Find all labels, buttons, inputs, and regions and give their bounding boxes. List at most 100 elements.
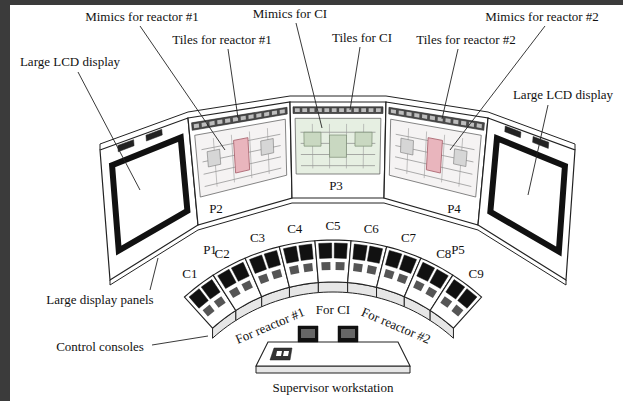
mimic-line <box>424 131 426 178</box>
mimic-component <box>261 139 274 156</box>
console-monitor <box>283 246 298 263</box>
node-label: Supervisor workstation <box>273 381 394 395</box>
alarm-tile <box>445 118 450 123</box>
node-label: C3 <box>250 231 265 245</box>
console-keyboard <box>384 269 395 279</box>
mimic-area <box>295 118 381 174</box>
console-keyboard <box>353 263 363 272</box>
callout-label: Tiles for reactor #1 <box>171 33 273 47</box>
alarm-tile <box>361 108 366 112</box>
alarm-tile <box>272 111 277 116</box>
mimic-component <box>453 149 467 167</box>
alarm-tile <box>264 112 269 117</box>
alarm-tile <box>354 108 359 112</box>
console-keyboard <box>413 280 424 291</box>
console-keyboard <box>229 287 241 298</box>
node-label: C1 <box>182 267 197 281</box>
console-keyboard <box>451 305 463 317</box>
alarm-tile <box>391 109 396 114</box>
alarm-tile <box>295 108 300 112</box>
alarm-tile <box>422 114 427 119</box>
console-monitor <box>386 250 402 268</box>
callout-label: Control consoles <box>55 340 145 354</box>
alarm-tile <box>256 113 261 118</box>
console-keyboard <box>203 305 215 317</box>
supervisor-workstation: Supervisor workstation <box>252 322 414 401</box>
console-monitor <box>249 255 266 273</box>
desk-phone <box>270 348 292 360</box>
alarm-tile <box>225 118 230 123</box>
alarm-tile <box>209 121 214 126</box>
node-label: C6 <box>364 222 379 236</box>
console-keyboard <box>258 273 269 284</box>
alarm-tile <box>399 110 404 115</box>
mimic-line <box>249 131 251 178</box>
display-panel: P2 <box>184 98 296 229</box>
leader-line <box>528 105 548 195</box>
leader-line <box>442 49 458 119</box>
callout-label: Mimics for CI <box>252 7 328 21</box>
mimic-line <box>301 165 375 166</box>
callout-label: Large LCD display <box>512 88 614 102</box>
console-keyboard <box>214 296 226 308</box>
frame-band <box>0 0 10 401</box>
desk-monitor <box>298 326 318 342</box>
console-keyboard <box>336 262 345 270</box>
console-keyboard <box>241 280 252 291</box>
control-console: C4 <box>275 216 323 302</box>
mimic-component <box>329 135 346 157</box>
display-panel: P3 <box>286 98 390 202</box>
alarm-tile <box>233 117 238 122</box>
leader-line <box>296 23 322 128</box>
panel-speaker <box>118 140 134 152</box>
control-console: C9 <box>426 261 490 343</box>
node-label: C9 <box>469 267 484 281</box>
node-label: C2 <box>215 247 230 261</box>
frame-band <box>0 0 623 5</box>
node-label: C5 <box>325 219 340 233</box>
console-monitor <box>264 250 280 268</box>
alarm-tile <box>332 108 337 112</box>
mimic-area <box>195 119 287 197</box>
desk-phone-key <box>276 351 282 356</box>
alarm-tile <box>241 116 246 121</box>
console-front <box>318 282 347 293</box>
node-label: C8 <box>436 247 451 261</box>
alarm-tile <box>406 112 411 117</box>
callout-label: Mimics for reactor #1 <box>84 10 200 24</box>
console-top <box>279 241 318 288</box>
alarm-tile <box>461 121 466 126</box>
node-label: P4 <box>447 202 461 216</box>
alarm-tile <box>339 108 344 112</box>
node-outline <box>184 98 296 229</box>
console-top <box>315 240 351 283</box>
mimic-component <box>304 132 321 146</box>
console-top <box>430 275 481 328</box>
desk-monitor-screen <box>341 329 355 338</box>
callout-label: Large display panels <box>45 293 154 307</box>
console-keyboard <box>289 265 299 275</box>
panel-speaker <box>505 126 521 138</box>
desk-front <box>256 366 410 373</box>
panel-outline <box>290 102 386 198</box>
leader-line <box>78 72 140 190</box>
leader-line <box>350 47 360 110</box>
alarm-tile <box>369 108 374 112</box>
reactor-mimic-symbol <box>426 138 442 173</box>
callout-label: Large LCD display <box>19 55 121 69</box>
alarm-tile <box>414 113 419 118</box>
node-label: P5 <box>451 243 465 257</box>
leader-line <box>152 336 208 345</box>
alarm-tile <box>376 108 381 112</box>
alarm-tiles-strip <box>293 107 383 114</box>
console-monitor <box>231 262 249 281</box>
console-keyboard <box>271 269 282 279</box>
alarm-tile <box>310 108 315 112</box>
alarm-tile <box>430 116 435 121</box>
leader-line <box>150 258 158 290</box>
node-outline <box>445 114 579 284</box>
desk-monitor <box>338 326 358 342</box>
mimic-area <box>389 119 481 197</box>
desk-monitor-screen <box>301 329 315 338</box>
